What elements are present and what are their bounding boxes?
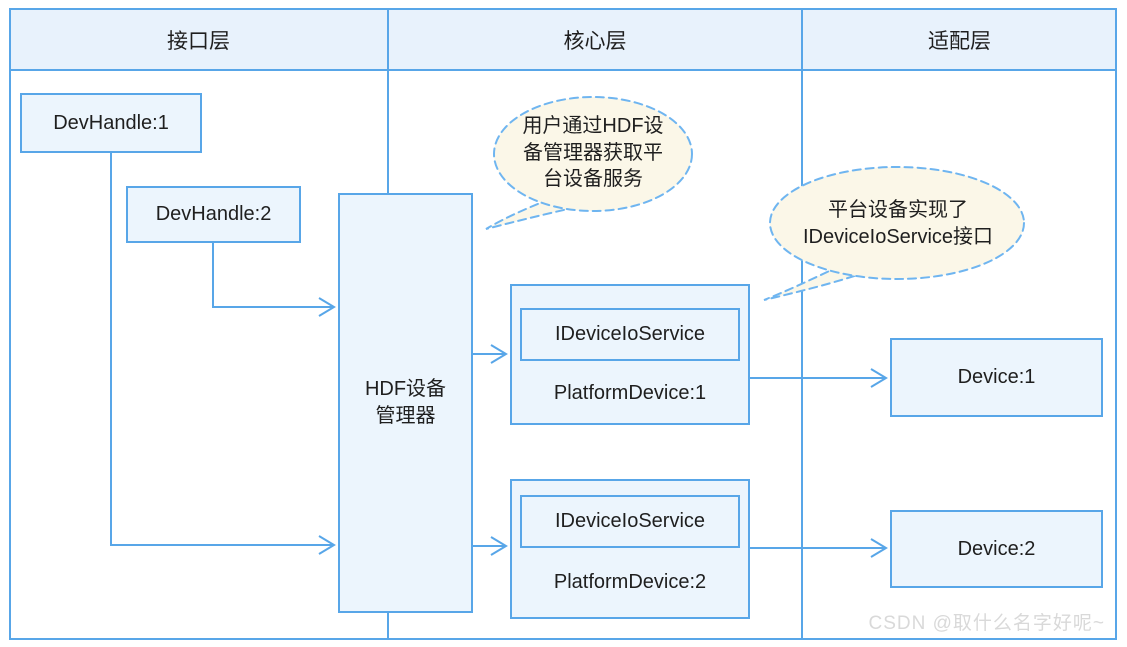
callout-1-line1: 用户通过HDF设	[522, 115, 664, 137]
callout-1-line2: 备管理器获取平	[523, 141, 663, 164]
device-1-label: Device:1	[957, 366, 1036, 388]
box-devhandle-2-label: DevHandle:2	[155, 203, 272, 225]
callout-2-bubble	[769, 166, 1025, 280]
box-platform-device-1: IDeviceIoService PlatformDevice:1	[510, 284, 750, 425]
hdf-manager-label-line1: HDF设备	[364, 378, 447, 400]
connector-devhandle1-to-hdf	[110, 153, 336, 555]
header-adapter-layer: 适配层	[802, 8, 1117, 71]
box-hdf-device-manager: HDF设备 管理器	[338, 193, 473, 613]
header-interface-layer-label: 接口层	[167, 29, 230, 53]
header-core-layer-label: 核心层	[563, 29, 627, 53]
ideviceioservice-1-label: IDeviceIoService	[554, 323, 706, 345]
layer-header-row	[9, 8, 1117, 71]
header-adapter-layer-label: 适配层	[928, 29, 991, 53]
callout-1-line3: 台设备服务	[543, 168, 643, 191]
connector-devhandle2-to-hdf	[212, 243, 336, 317]
hdf-manager-label-line2: 管理器	[375, 405, 436, 427]
callout-2-tail	[763, 265, 867, 301]
header-core-layer: 核心层	[388, 8, 802, 71]
column-divider-2	[801, 8, 803, 640]
callout-1-bubble	[493, 96, 693, 212]
box-devhandle-2: DevHandle:2	[126, 186, 301, 243]
platform-device-2-label: PlatformDevice:2	[553, 570, 707, 593]
box-devhandle-1: DevHandle:1	[20, 93, 202, 153]
callout-2-text: 平台设备实现了 IDeviceIoService接口	[772, 197, 1024, 250]
box-device-2: Device:2	[890, 510, 1103, 588]
box-ideviceioservice-2: IDeviceIoService	[520, 495, 740, 548]
ideviceioservice-2-label: IDeviceIoService	[554, 510, 706, 532]
header-interface-layer: 接口层	[9, 8, 388, 71]
csdn-watermark: CSDN @取什么名字好呢~	[868, 613, 1105, 634]
box-ideviceioservice-1: IDeviceIoService	[520, 308, 740, 361]
box-device-1: Device:1	[890, 338, 1103, 417]
callout-1-text: 用户通过HDF设 备管理器获取平 台设备服务	[495, 113, 691, 193]
callout-2-line2: IDeviceIoService接口	[802, 225, 994, 248]
platform-device-1-label: PlatformDevice:1	[553, 381, 707, 404]
box-platform-device-2: IDeviceIoService PlatformDevice:2	[510, 479, 750, 619]
box-devhandle-1-label: DevHandle:1	[53, 111, 169, 134]
callout-2-line1: 平台设备实现了	[828, 199, 968, 221]
device-2-label: Device:2	[957, 537, 1036, 560]
